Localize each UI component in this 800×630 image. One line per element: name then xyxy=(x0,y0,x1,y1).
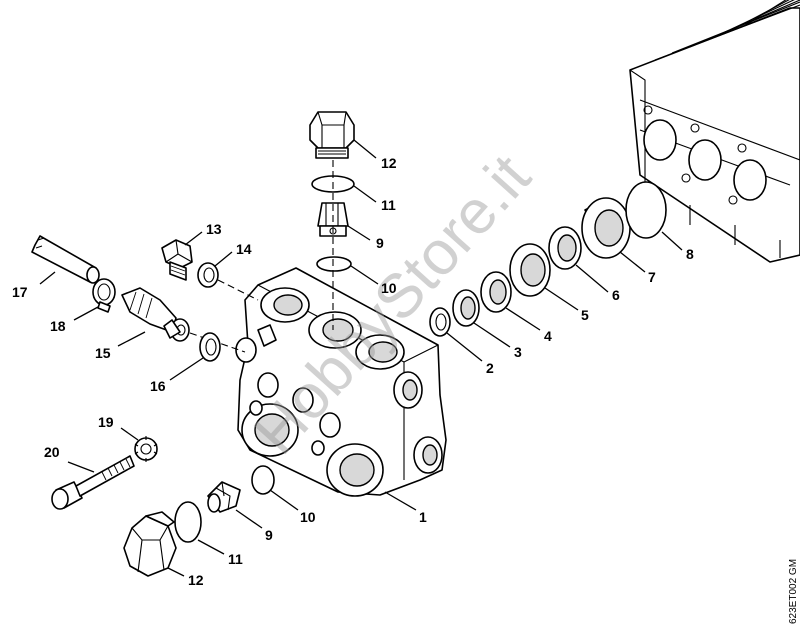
leader-lines xyxy=(39,139,683,577)
sealing-washer-14 xyxy=(197,262,219,288)
seal-ring-2 xyxy=(429,307,451,337)
callout-10-top: 10 xyxy=(381,280,397,296)
plug-bottom xyxy=(123,511,177,577)
screw-plug-13 xyxy=(161,239,193,281)
valve-bottom xyxy=(207,481,241,513)
lock-washer xyxy=(134,436,158,462)
callout-19: 19 xyxy=(98,414,114,430)
callout-11-top: 11 xyxy=(381,197,396,213)
o-ring-bottom xyxy=(174,501,202,543)
callout-9-bottom: 9 xyxy=(265,527,273,543)
callout-8: 8 xyxy=(686,246,694,262)
tube xyxy=(31,235,100,284)
callout-1: 1 xyxy=(419,509,427,525)
hose-clamp xyxy=(92,278,116,313)
callout-11-bottom: 11 xyxy=(228,551,243,567)
pump-crankcase xyxy=(629,0,800,263)
callout-10-bottom: 10 xyxy=(300,509,316,525)
callout-4: 4 xyxy=(544,328,552,344)
callout-5: 5 xyxy=(581,307,589,323)
callout-2: 2 xyxy=(486,360,494,376)
hose-fitting xyxy=(121,287,190,342)
callout-labels: 12 11 9 10 13 14 17 18 15 16 2 3 4 5 6 7… xyxy=(12,155,694,588)
callout-7: 7 xyxy=(648,269,656,285)
callout-6: 6 xyxy=(612,287,620,303)
o-ring-upper xyxy=(316,256,352,272)
callout-20: 20 xyxy=(44,444,60,460)
callout-16: 16 xyxy=(150,378,166,394)
seal-stack xyxy=(429,181,667,337)
callout-15: 15 xyxy=(95,345,111,361)
o-ring-8 xyxy=(625,181,667,239)
callout-18: 18 xyxy=(50,318,66,334)
plug-top xyxy=(309,111,355,159)
callout-17: 17 xyxy=(12,284,28,300)
document-id: 623ET002 GM xyxy=(788,559,799,624)
callout-12-bottom: 12 xyxy=(188,572,204,588)
callout-3: 3 xyxy=(514,344,522,360)
callout-13: 13 xyxy=(206,221,222,237)
callout-14: 14 xyxy=(236,241,252,257)
sealing-washer-16 xyxy=(199,332,221,362)
callout-9-top: 9 xyxy=(376,235,384,251)
o-ring-lower xyxy=(251,465,275,495)
manifold-body xyxy=(235,267,447,497)
callout-12-top: 12 xyxy=(381,155,397,171)
socket-head-bolt xyxy=(51,455,135,510)
